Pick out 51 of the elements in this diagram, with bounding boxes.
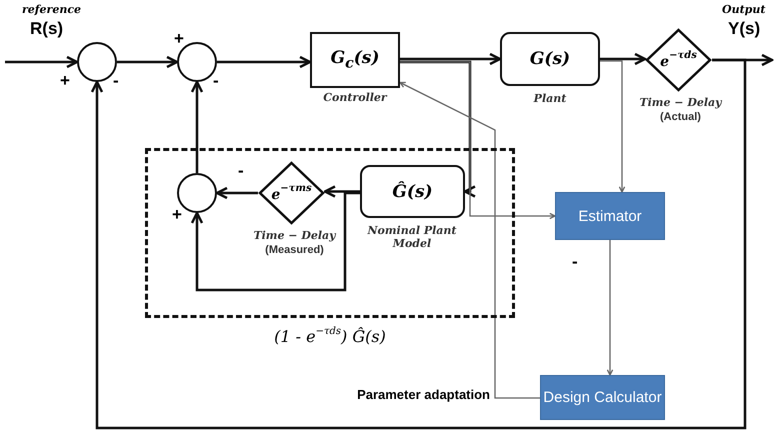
delay-diamond [258, 161, 325, 225]
transfer-function-block [360, 165, 465, 218]
signal-caption: reference [22, 3, 82, 16]
arrow [400, 60, 476, 198]
sign-label: - [213, 71, 219, 91]
arrow [400, 61, 556, 220]
arrow [217, 56, 312, 68]
edge-label: Parameter adaptation [357, 387, 490, 402]
arrow [90, 58, 746, 430]
summing-junction [177, 42, 217, 82]
signal-caption: Output [722, 3, 766, 16]
block-caption: Plant [532, 92, 568, 105]
arrow [190, 192, 360, 292]
block-caption: Nominal Plant Model [366, 224, 458, 250]
block-caption: (Measured) [264, 244, 325, 256]
transfer-function-block [500, 32, 600, 86]
transfer-function: e$^{−τds}$ [660, 50, 697, 70]
transfer-function: G$_{c}$(s) [330, 48, 380, 72]
group-label: (1 - e$^{−τds}$) Ĝ(s) [273, 326, 387, 346]
block-caption: (Actual) [659, 111, 702, 123]
sign-label: + [172, 205, 182, 225]
box-label: Design Calculator [543, 389, 662, 406]
arrow [399, 82, 540, 399]
box-label: Estimator [578, 208, 642, 224]
block-caption: Time − Delay [252, 229, 337, 242]
arrow [190, 80, 204, 173]
arrow [400, 52, 502, 66]
block-caption: Time − Delay [638, 96, 723, 109]
sign-label: - [572, 252, 578, 272]
arrow [216, 186, 258, 200]
process-box [555, 192, 665, 240]
process-box [540, 375, 665, 420]
arrow [5, 56, 78, 68]
transfer-function-block [310, 32, 400, 88]
arrow [600, 52, 646, 66]
arrow [600, 60, 626, 193]
transfer-function: G(s) [530, 49, 570, 69]
transfer-function: Ĝ(s) [392, 182, 433, 202]
arrow [606, 240, 614, 376]
sign-label: + [60, 71, 70, 91]
summing-junction [77, 42, 117, 82]
sign-label: - [238, 161, 244, 181]
delay-diamond [645, 28, 712, 92]
arrow [324, 185, 360, 198]
arrow [117, 56, 178, 68]
transfer-function: e$^{−τms}$ [271, 183, 312, 203]
block-caption: Controller [322, 91, 388, 104]
sign-label: - [113, 71, 119, 91]
signal-label: R(s) [30, 19, 64, 39]
signal-label: Y(s) [728, 19, 760, 39]
sign-label: + [174, 29, 184, 49]
